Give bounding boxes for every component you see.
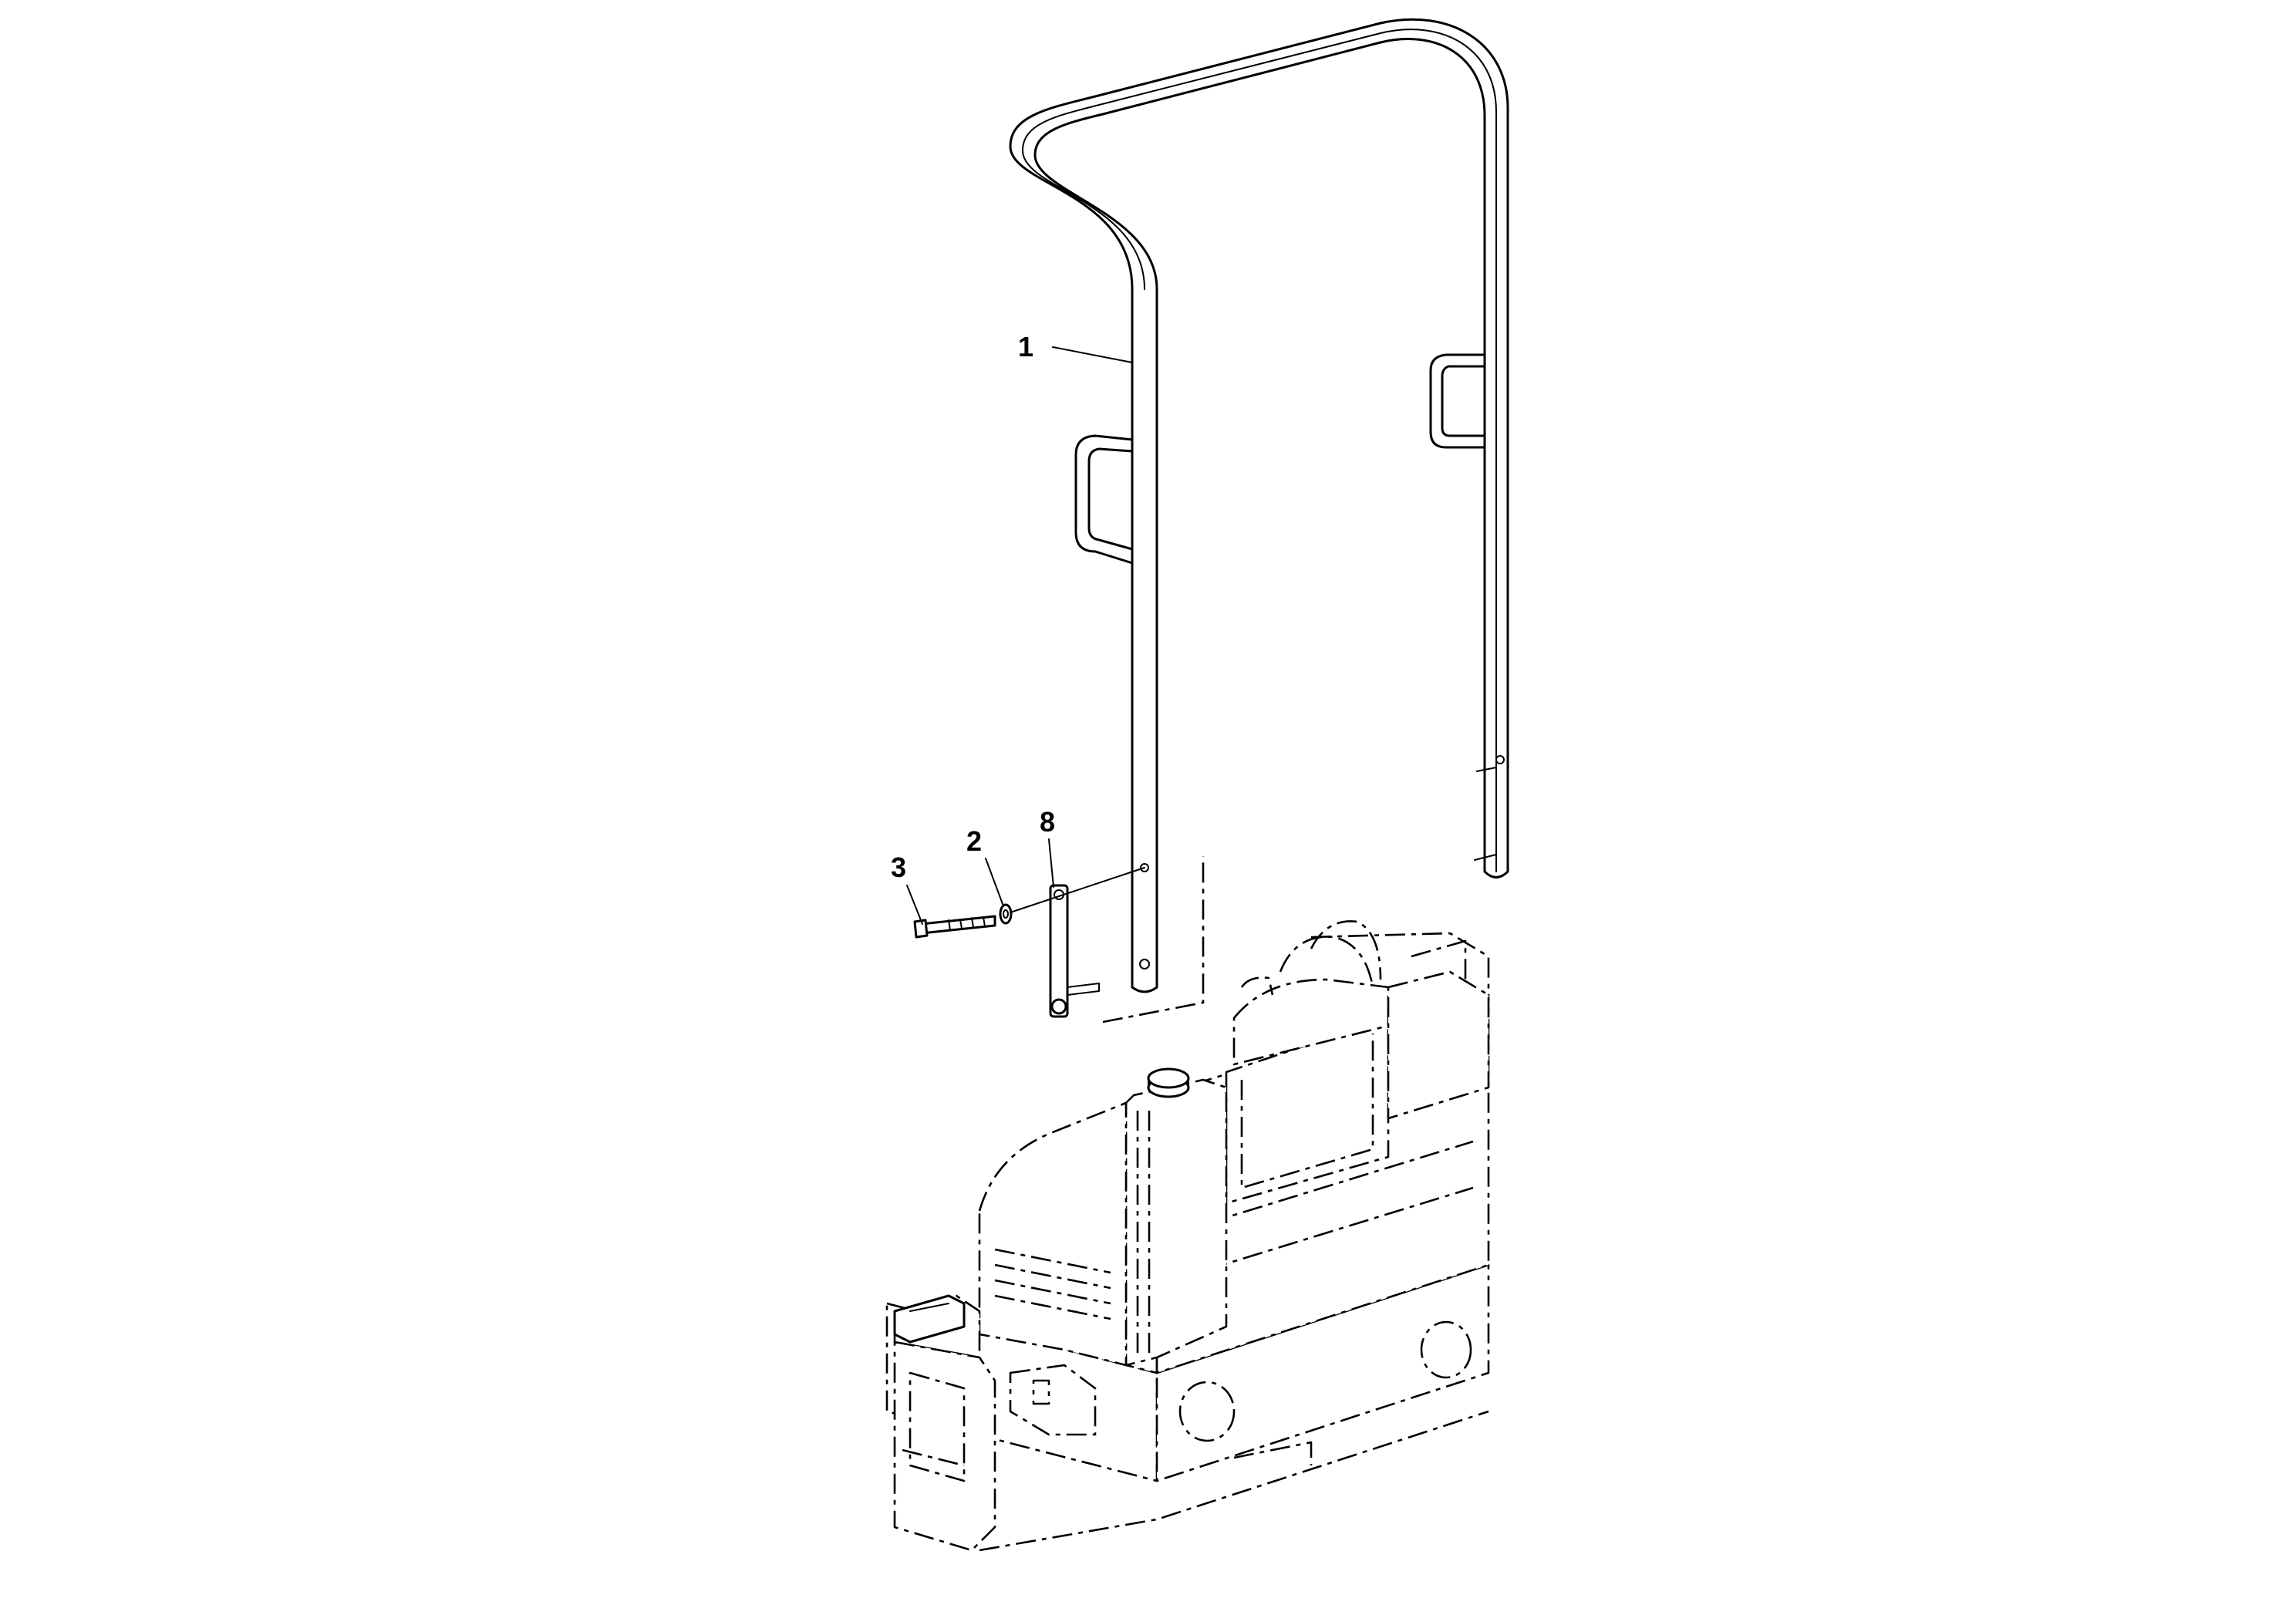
callout-3: 3: [891, 851, 906, 883]
assembly-axis-line: [1010, 867, 1145, 913]
machine-body: [885, 856, 1490, 1552]
bolt: [913, 915, 996, 939]
callout-8: 8: [1040, 806, 1055, 838]
callout-1: 1: [1018, 331, 1033, 363]
leader-line-8: [1048, 838, 1054, 888]
callout-2: 2: [966, 825, 982, 857]
leader-lines: [906, 346, 1133, 925]
leader-line-1: [1052, 346, 1133, 363]
roll-bar: [1009, 18, 1509, 993]
washer: [999, 903, 1013, 925]
control-console: [893, 1294, 966, 1344]
leader-line-3: [906, 885, 923, 925]
leader-line-2: [985, 858, 1003, 905]
mounting-plate: [1049, 884, 1100, 1018]
